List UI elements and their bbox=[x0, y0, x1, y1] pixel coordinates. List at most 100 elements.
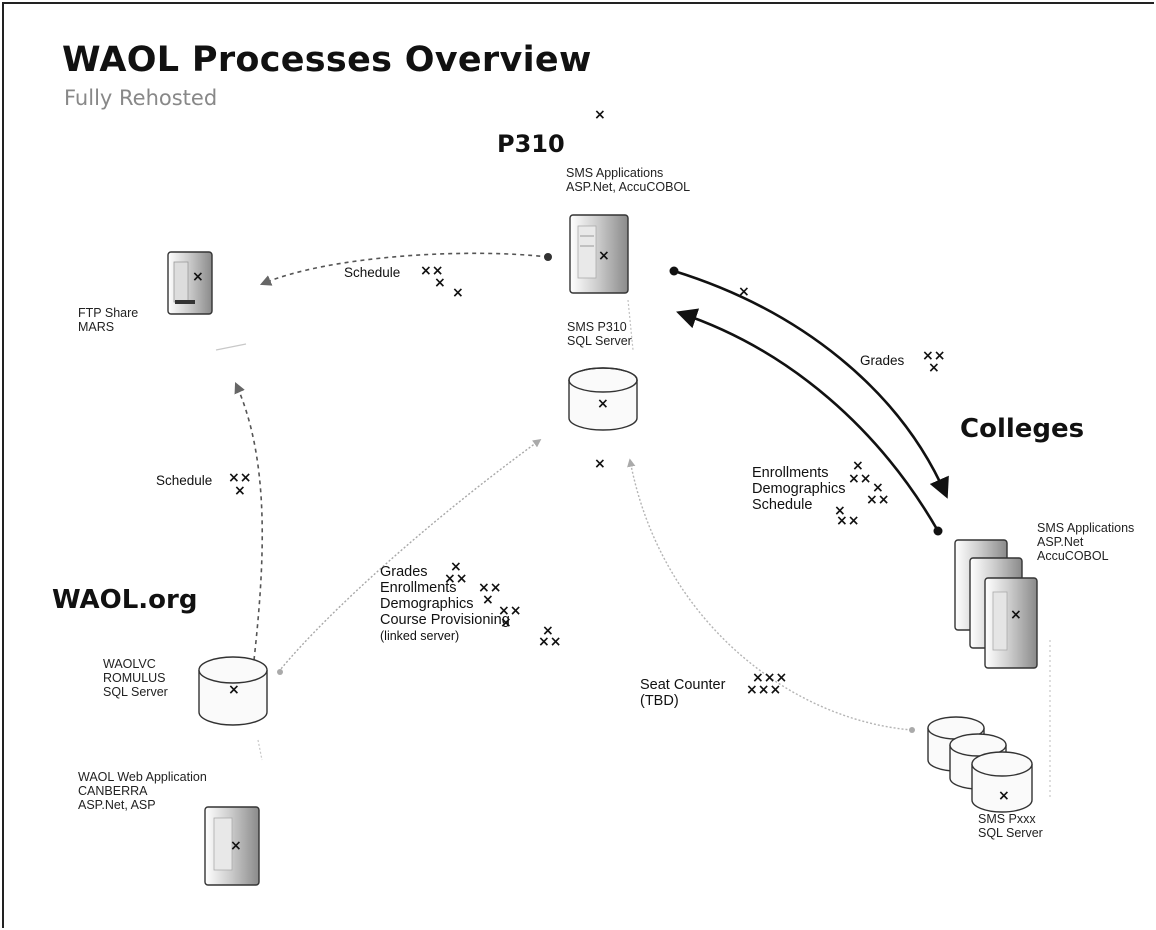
placeholder-x-icon: ×× bbox=[444, 571, 468, 587]
label-sms-p310-sql: SMS P310 SQL Server bbox=[567, 320, 632, 348]
placeholder-x-icon: × bbox=[228, 682, 240, 698]
label-line: ASP.Net bbox=[1037, 535, 1084, 549]
database-icon-p310-sql bbox=[568, 367, 638, 431]
flow-line: Course Provisioning bbox=[380, 612, 510, 628]
label-line: FTP Share bbox=[78, 306, 139, 320]
label-line: WAOL Web Application bbox=[78, 770, 207, 784]
label-line: ROMULUS bbox=[103, 671, 166, 685]
label-line: SMS Pxxx bbox=[978, 812, 1036, 826]
label-line: MARS bbox=[78, 320, 115, 334]
label-line: AccuCOBOL bbox=[1037, 549, 1109, 563]
connector-dot bbox=[933, 526, 943, 536]
placeholder-x-icon: ×× bbox=[420, 263, 444, 279]
flow-line: Demographics bbox=[380, 596, 474, 612]
placeholder-x-icon: ×× bbox=[866, 492, 890, 508]
placeholder-x-icon: × bbox=[598, 248, 610, 264]
label-line: SQL Server bbox=[103, 685, 168, 699]
label-line: SMS P310 bbox=[567, 320, 627, 334]
label-waol-web-app: WAOL Web Application CANBERRA ASP.Net, A… bbox=[78, 770, 207, 812]
server-icon-colleges-stack bbox=[954, 539, 1038, 669]
placeholder-x-icon: ×× bbox=[498, 603, 522, 619]
label-waolvc: WAOLVC ROMULUS SQL Server bbox=[103, 657, 168, 699]
connector-p310-to-ftp bbox=[259, 252, 549, 286]
connector-sql-to-waolvc bbox=[279, 439, 542, 671]
flow-label-seat-counter: Seat Counter (TBD) bbox=[640, 677, 725, 709]
connector-waolvc-to-ftp bbox=[234, 381, 264, 661]
label-line: WAOLVC bbox=[103, 657, 156, 671]
placeholder-x-icon: × bbox=[594, 456, 606, 472]
database-icon-sms-pxxx bbox=[927, 716, 1033, 813]
connector-sql-to-pxxx bbox=[627, 458, 913, 731]
label-line: CANBERRA bbox=[78, 784, 148, 798]
placeholder-x-icon: × bbox=[434, 275, 446, 291]
placeholder-x-icon: × bbox=[738, 284, 750, 300]
placeholder-x-icon: × bbox=[230, 838, 242, 854]
placeholder-x-icon: × bbox=[1010, 607, 1022, 623]
page-title: WAOL Processes Overview bbox=[62, 40, 592, 80]
connector-dot bbox=[544, 253, 552, 261]
heading-colleges: Colleges bbox=[960, 414, 1085, 444]
placeholder-x-icon: ×× bbox=[836, 513, 860, 529]
label-line: SMS Applications bbox=[566, 166, 664, 180]
placeholder-x-icon: ×× bbox=[478, 580, 502, 596]
label-ftp-share: FTP Share MARS bbox=[78, 306, 138, 334]
connector-colleges-to-p310 bbox=[676, 308, 940, 532]
connector-p310-to-colleges bbox=[673, 269, 949, 499]
placeholder-x-icon: × bbox=[928, 360, 940, 376]
heading-p310: P310 bbox=[497, 130, 565, 158]
flow-line: Enrollments bbox=[380, 580, 457, 596]
flow-line: (TBD) bbox=[640, 693, 679, 709]
placeholder-x-icon: × bbox=[450, 559, 462, 575]
label-sms-pxxx: SMS Pxxx SQL Server bbox=[978, 812, 1043, 840]
link-stub bbox=[627, 299, 634, 351]
label-line: SQL Server bbox=[978, 826, 1043, 840]
connector-dot bbox=[669, 266, 679, 276]
placeholder-x-icon: × bbox=[542, 623, 554, 639]
label-line: SMS Applications bbox=[1037, 521, 1135, 535]
flow-label-grades: Grades bbox=[860, 353, 905, 368]
connector-dot bbox=[909, 727, 915, 733]
placeholder-x-icon: ×× bbox=[848, 471, 872, 487]
placeholder-x-icon: × bbox=[482, 592, 494, 608]
placeholder-x-icon: × bbox=[852, 458, 864, 474]
server-icon-ftp-share bbox=[167, 251, 213, 315]
placeholder-x-icon: ×× bbox=[922, 348, 946, 364]
placeholder-x-icon: × bbox=[452, 285, 464, 301]
server-icon-p310-apps bbox=[569, 214, 629, 294]
flow-label-colleges-to-p310: Enrollments Demographics Schedule bbox=[752, 465, 846, 513]
label-line: ASP.Net, AccuCOBOL bbox=[566, 180, 691, 194]
server-icon-waol-web bbox=[204, 806, 260, 886]
flow-line: (linked server) bbox=[380, 629, 460, 643]
flow-line: Demographics bbox=[752, 481, 846, 497]
flow-line: Grades bbox=[380, 564, 428, 580]
placeholder-x-icon: ×× bbox=[538, 634, 562, 650]
placeholder-x-icon: × bbox=[597, 396, 609, 412]
placeholder-x-icon: × bbox=[834, 503, 846, 519]
placeholder-x-icon: × bbox=[500, 615, 512, 631]
heading-waol-org: WAOL.org bbox=[52, 585, 198, 615]
flow-line: Seat Counter bbox=[640, 677, 726, 693]
flow-label-schedule-left: Schedule bbox=[156, 473, 213, 488]
placeholder-x-icon: ××× bbox=[746, 682, 782, 698]
link-stub bbox=[215, 343, 247, 351]
database-icon-waolvc bbox=[198, 656, 268, 726]
placeholder-x-icon: × bbox=[872, 480, 884, 496]
placeholder-x-icon: ×× bbox=[228, 470, 252, 486]
label-line: SQL Server bbox=[567, 334, 632, 348]
flow-label-schedule-top: Schedule bbox=[344, 265, 401, 280]
placeholder-x-icon: ××× bbox=[752, 670, 788, 686]
placeholder-x-icon: × bbox=[234, 483, 246, 499]
flow-label-p310-to-waol: Grades Enrollments Demographics Course P… bbox=[380, 564, 510, 644]
placeholder-x-icon: × bbox=[998, 788, 1010, 804]
link-stub bbox=[257, 739, 263, 761]
connector-dot bbox=[277, 669, 283, 675]
flow-line: Enrollments bbox=[752, 465, 829, 481]
label-sms-apps-colleges: SMS Applications ASP.Net AccuCOBOL bbox=[1037, 521, 1134, 563]
page-subtitle: Fully Rehosted bbox=[64, 86, 218, 110]
label-sms-apps-p310: SMS Applications ASP.Net, AccuCOBOL bbox=[566, 166, 690, 194]
placeholder-x-icon: × bbox=[594, 107, 606, 123]
label-line: ASP.Net, ASP bbox=[78, 798, 156, 812]
placeholder-x-icon: × bbox=[192, 269, 204, 285]
